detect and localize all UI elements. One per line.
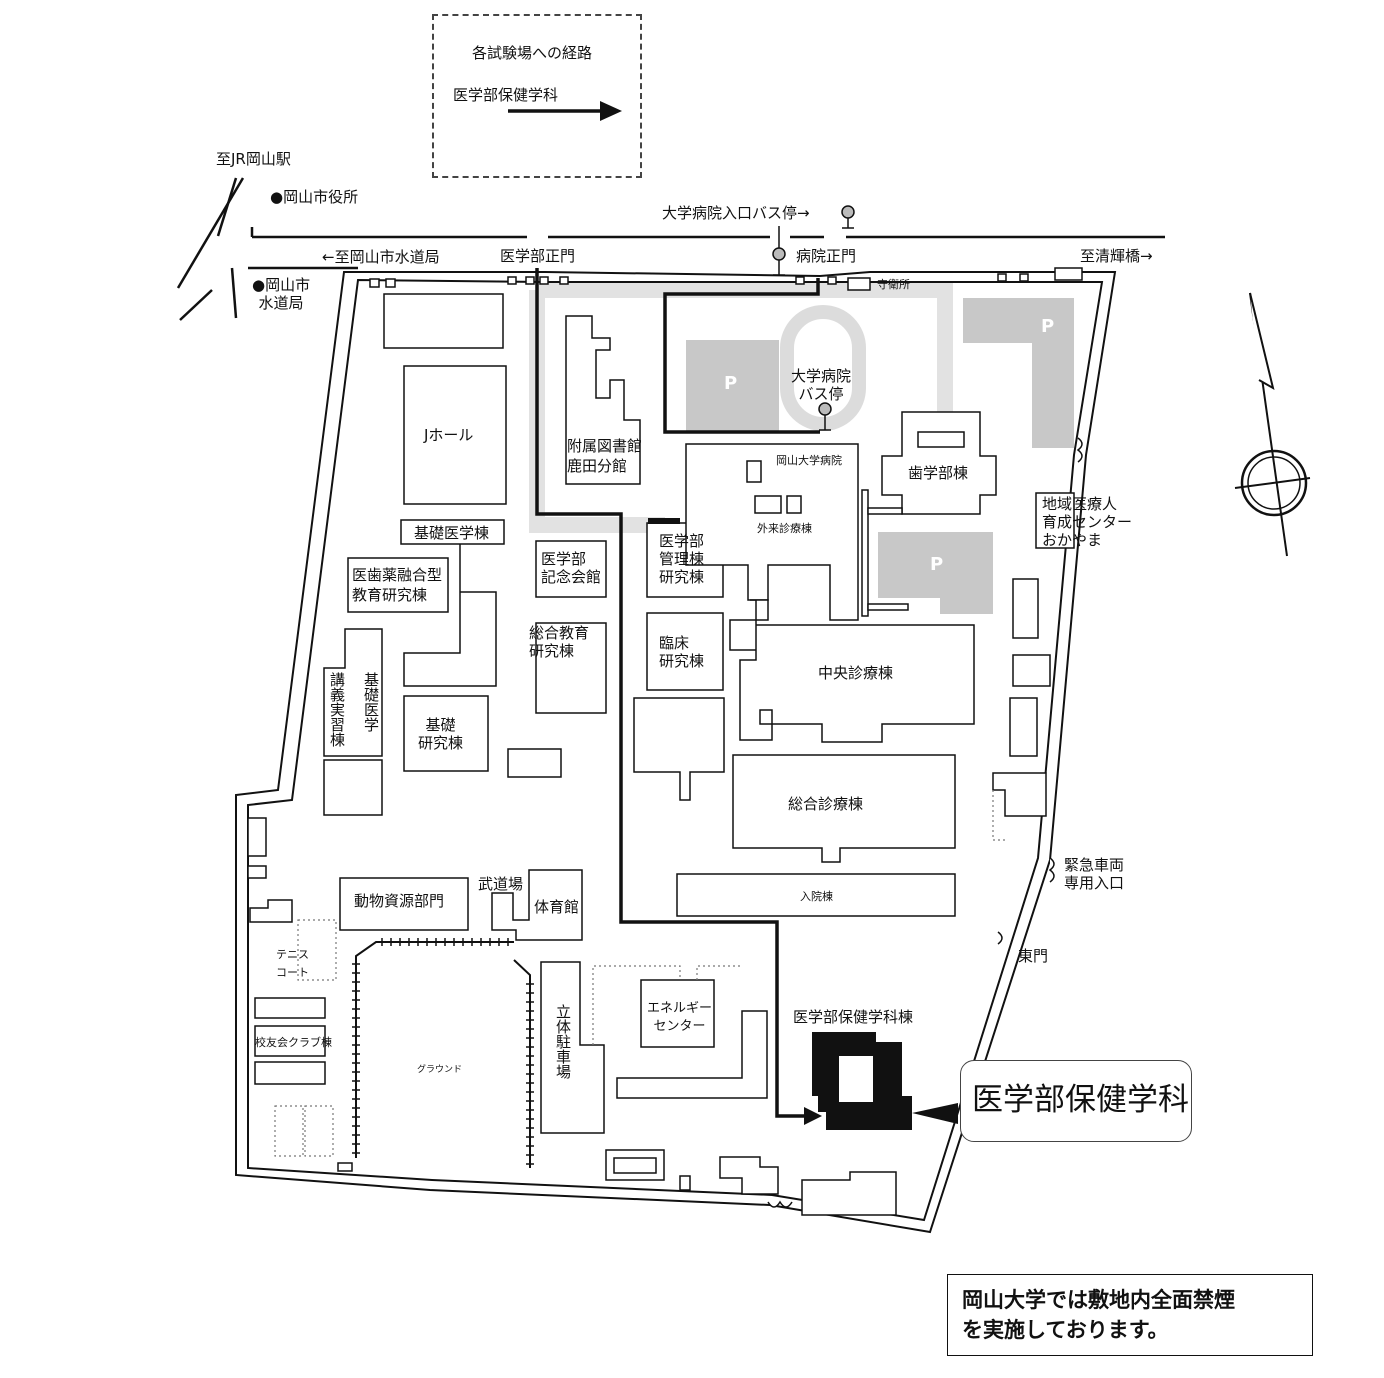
route-arrowhead xyxy=(804,1107,822,1125)
label-clinical-research: 臨床 研究棟 xyxy=(659,634,705,670)
label-basic-lecture: 基礎医学 xyxy=(362,672,380,732)
gate-markers xyxy=(369,273,1029,288)
label-hospital-main-gate: 病院正門 xyxy=(796,247,857,265)
label-lecture-practice: 講義実習棟 xyxy=(328,672,346,747)
bus-stop-icons xyxy=(772,205,855,431)
label-ground: グラウンド xyxy=(417,1065,463,1075)
no-smoking-notice: 岡山大学では敷地内全面禁煙 を実施しております。 xyxy=(947,1274,1313,1356)
label-to-seiki-bridge: 至清輝橋→ xyxy=(1080,247,1153,265)
parking-mark-1: P xyxy=(724,373,738,394)
label-basic-medicine-building: 基礎医学棟 xyxy=(414,524,490,542)
label-regional-center: 地域医療人 育成センター おかやま xyxy=(1042,495,1133,549)
label-general-clinic: 総合診療棟 xyxy=(788,795,864,813)
label-medical-admin: 医学部 管理棟 研究棟 xyxy=(659,532,705,586)
compass-icon xyxy=(1234,292,1311,557)
parking-mark-3: P xyxy=(930,554,944,575)
walkway xyxy=(861,489,909,617)
label-water-bureau: ●岡山市 水道局 xyxy=(252,276,311,312)
label-library-line2: 鹿田分館 xyxy=(567,457,628,475)
label-dental-pharma-line2: 教育研究棟 xyxy=(352,586,428,604)
label-outpatient-building: 外来診療棟 xyxy=(757,522,812,535)
label-guard-house: 守衛所 xyxy=(877,278,910,291)
label-east-gate: 東門 xyxy=(1018,947,1049,965)
label-basic-research: 基礎 研究棟 xyxy=(418,716,464,752)
label-inpatient: 入院棟 xyxy=(800,890,833,903)
legend-title: 各試験場への経路 xyxy=(472,44,593,62)
ground-rail xyxy=(355,941,531,1168)
label-gym: 体育館 xyxy=(534,898,580,916)
legend-route-label: 医学部保健学科 xyxy=(453,86,559,104)
notice-line-2: を実施しております。 xyxy=(962,1318,1169,1342)
label-central-clinic: 中央診療棟 xyxy=(818,664,894,682)
notice-line-1: 岡山大学では敷地内全面禁煙 xyxy=(962,1288,1235,1312)
route-line xyxy=(535,268,820,1118)
label-library-line1: 附属図書館 xyxy=(567,437,643,455)
label-hospital-bus-stop: 大学病院 バス停 xyxy=(791,367,852,403)
destination-callout xyxy=(960,1060,1192,1142)
city-roads xyxy=(176,177,1165,321)
parking-mark-2: P xyxy=(1041,316,1055,337)
parking-lots xyxy=(686,298,1074,614)
building-outlines xyxy=(247,267,1083,1216)
label-emergency-entrance: 緊急車両 専用入口 xyxy=(1064,856,1125,892)
health-science-building-shape xyxy=(812,1032,912,1130)
label-water-bureau-direction: ←至岡山市水道局 xyxy=(322,248,440,266)
label-dental-building: 歯学部棟 xyxy=(908,464,969,482)
legend-box xyxy=(432,14,642,178)
callout-pointer xyxy=(912,1103,958,1124)
label-dental-pharma-line1: 医歯薬融合型 xyxy=(352,566,443,584)
label-alumni-club: 校友会クラブ棟 xyxy=(255,1036,332,1049)
label-budojo: 武道場 xyxy=(478,875,524,893)
bus-loop xyxy=(780,305,866,431)
ground-rail-ticks xyxy=(352,938,534,1165)
label-medical-main-gate: 医学部正門 xyxy=(500,247,576,265)
hatched-marker xyxy=(648,518,680,524)
destination-callout-text: 医学部保健学科 xyxy=(972,1082,1189,1118)
label-city-hall: ●岡山市役所 xyxy=(270,188,359,206)
label-to-jr-okayama: 至JR岡山駅 xyxy=(216,150,291,168)
label-energy-center: エネルギー センター xyxy=(647,1001,713,1034)
east-wall-notches xyxy=(767,437,1083,1208)
label-tennis-court: テニス コート xyxy=(276,948,309,979)
dotted-outlines xyxy=(274,790,1005,1157)
label-hospital-entrance-bus-stop: 大学病院入口バス停→ xyxy=(662,204,810,222)
label-j-hall: Jホール xyxy=(424,426,474,444)
legend-arrow xyxy=(508,101,622,121)
label-animal-resources: 動物資源部門 xyxy=(354,892,445,910)
label-general-education: 総合教育 研究棟 xyxy=(529,624,590,660)
label-okayama-university-hospital: 岡山大学病院 xyxy=(776,454,842,467)
label-parking-structure: 立体駐車場 xyxy=(554,1004,572,1079)
label-memorial-hall: 医学部 記念会館 xyxy=(541,550,602,586)
label-health-science-building: 医学部保健学科棟 xyxy=(793,1008,914,1026)
